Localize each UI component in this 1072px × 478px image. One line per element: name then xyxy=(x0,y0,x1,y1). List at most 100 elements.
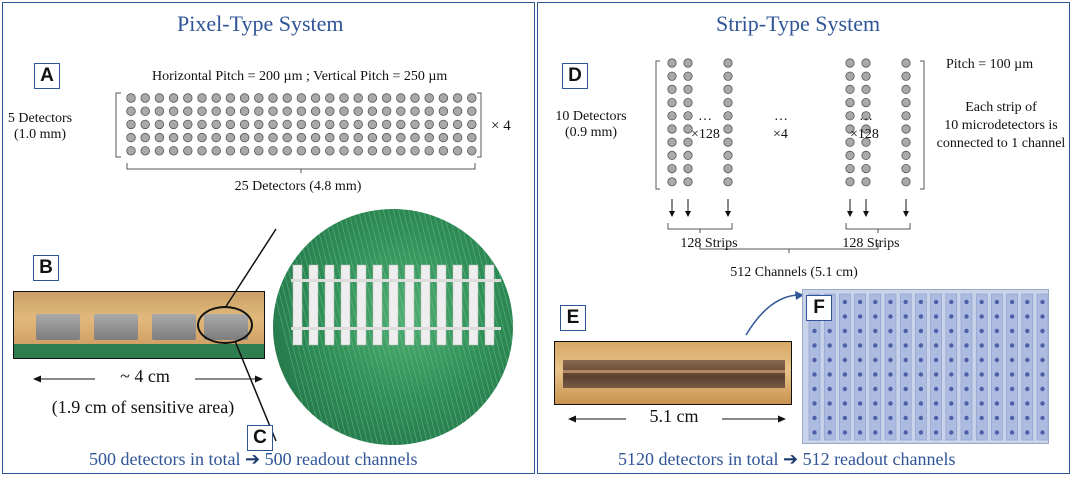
pixel-detector xyxy=(367,93,378,103)
micro-dot xyxy=(812,386,817,392)
ellipsis-2: … xyxy=(774,109,788,124)
pixel-detector xyxy=(268,93,278,103)
micro-dot xyxy=(949,299,954,305)
x4-label: ×4 xyxy=(773,127,788,142)
micro-dot xyxy=(1025,401,1030,406)
pixel-detector xyxy=(438,132,449,143)
pixel-detector xyxy=(183,119,193,130)
pixel-detector xyxy=(325,132,335,143)
micro-dot xyxy=(979,328,984,334)
strip-note: Each strip of 10 microdetectors is conne… xyxy=(932,99,1070,153)
micro-dot xyxy=(888,430,893,435)
strip-system-panel: Strip-Type System D Pitch = 100 µm 10 De… xyxy=(537,2,1070,474)
micro-strip xyxy=(854,293,866,441)
pixel-detector xyxy=(381,93,392,103)
pixel-detector xyxy=(353,106,363,116)
micro-dot xyxy=(1025,299,1030,305)
micro-dot xyxy=(918,299,924,305)
strip-detector xyxy=(845,137,855,147)
pixel-detector xyxy=(296,146,307,156)
micro-dot xyxy=(1040,314,1045,319)
pixel-detector xyxy=(140,119,150,130)
pixel-detector xyxy=(367,106,378,116)
micro-dot xyxy=(933,343,939,348)
micro-trace xyxy=(273,286,314,445)
micro-dot xyxy=(903,386,908,392)
strip-detector xyxy=(723,111,733,121)
pixel-detector xyxy=(396,106,406,116)
micro-strip xyxy=(915,293,927,441)
micro-dot xyxy=(994,328,1000,334)
micro-dot xyxy=(1040,386,1045,392)
micro-dot xyxy=(964,386,969,392)
micro-dot xyxy=(964,357,969,363)
pixel-detector xyxy=(183,106,193,116)
micro-dot xyxy=(933,430,939,435)
strip-sensor-bar xyxy=(563,360,785,388)
micro-dot xyxy=(1009,386,1015,392)
micro-dot xyxy=(918,430,924,435)
micro-trace xyxy=(497,209,513,270)
pixel-detector xyxy=(168,132,179,143)
strip-detector xyxy=(667,124,677,134)
pixel-detector-grid xyxy=(115,92,482,173)
micro-dot xyxy=(979,415,984,421)
strip-rows-bracket-right xyxy=(920,60,925,190)
micro-strip xyxy=(960,293,973,441)
micro-strip xyxy=(945,293,958,441)
strip-detector xyxy=(683,164,693,174)
pixel-detector xyxy=(438,119,449,130)
micro-dot xyxy=(827,430,832,435)
pixel-detector xyxy=(126,119,136,130)
micro-dot xyxy=(888,299,893,305)
micro-dot xyxy=(994,401,1000,406)
strip-summary: 5120 detectors in total ➔ 512 readout ch… xyxy=(618,449,956,470)
strip-detector xyxy=(861,164,871,174)
micro-dot xyxy=(842,372,848,377)
pixel-detector xyxy=(381,106,392,116)
micro-dot xyxy=(1025,430,1030,435)
strip-channel-brace xyxy=(699,243,879,253)
strip-detector xyxy=(667,177,677,187)
strip-detector-grid xyxy=(655,58,925,253)
micro-dot xyxy=(827,386,832,392)
strip-detector xyxy=(901,164,911,174)
rows-bracket xyxy=(115,92,121,158)
label-a: A xyxy=(34,63,60,89)
micro-dot xyxy=(933,386,939,392)
strip-rows-size: (0.9 mm) xyxy=(564,125,618,140)
pixel-multiplier: × 4 xyxy=(491,118,511,134)
micro-dot xyxy=(964,343,969,348)
micro-dot xyxy=(949,430,954,435)
detector-chip-1 xyxy=(36,314,80,340)
micro-dot xyxy=(1040,343,1045,348)
micro-dot xyxy=(857,430,863,435)
pixel-detector xyxy=(438,93,449,103)
microscope-photo xyxy=(273,209,513,445)
strip-board-photo xyxy=(554,341,792,405)
pixel-detector xyxy=(282,93,292,103)
micro-dot xyxy=(949,401,954,406)
pixel-rows-size: (1.0 mm) xyxy=(13,127,67,142)
micro-trace xyxy=(477,209,513,348)
strip-arrowhead xyxy=(847,211,853,217)
micro-dot xyxy=(918,372,924,377)
micro-dot xyxy=(888,372,893,377)
micro-dot xyxy=(827,343,832,348)
micro-dot xyxy=(933,372,939,377)
pixel-detector xyxy=(126,132,136,143)
micro-dot xyxy=(949,415,954,421)
pixel-detector xyxy=(197,106,207,116)
pixel-detector xyxy=(239,146,250,156)
strip-detector xyxy=(683,177,693,187)
pixel-detector xyxy=(424,119,434,130)
pixel-detector xyxy=(296,106,307,116)
pixel-detector xyxy=(410,132,420,143)
pixel-detector xyxy=(268,146,278,156)
pixel-detector xyxy=(168,93,179,103)
rows-bracket-right xyxy=(477,92,482,158)
micro-pad xyxy=(372,264,383,346)
pixel-title: Pixel-Type System xyxy=(177,11,344,36)
pixel-summary: 500 detectors in total ➔ 500 readout cha… xyxy=(89,449,418,470)
micro-dot xyxy=(1040,299,1045,305)
